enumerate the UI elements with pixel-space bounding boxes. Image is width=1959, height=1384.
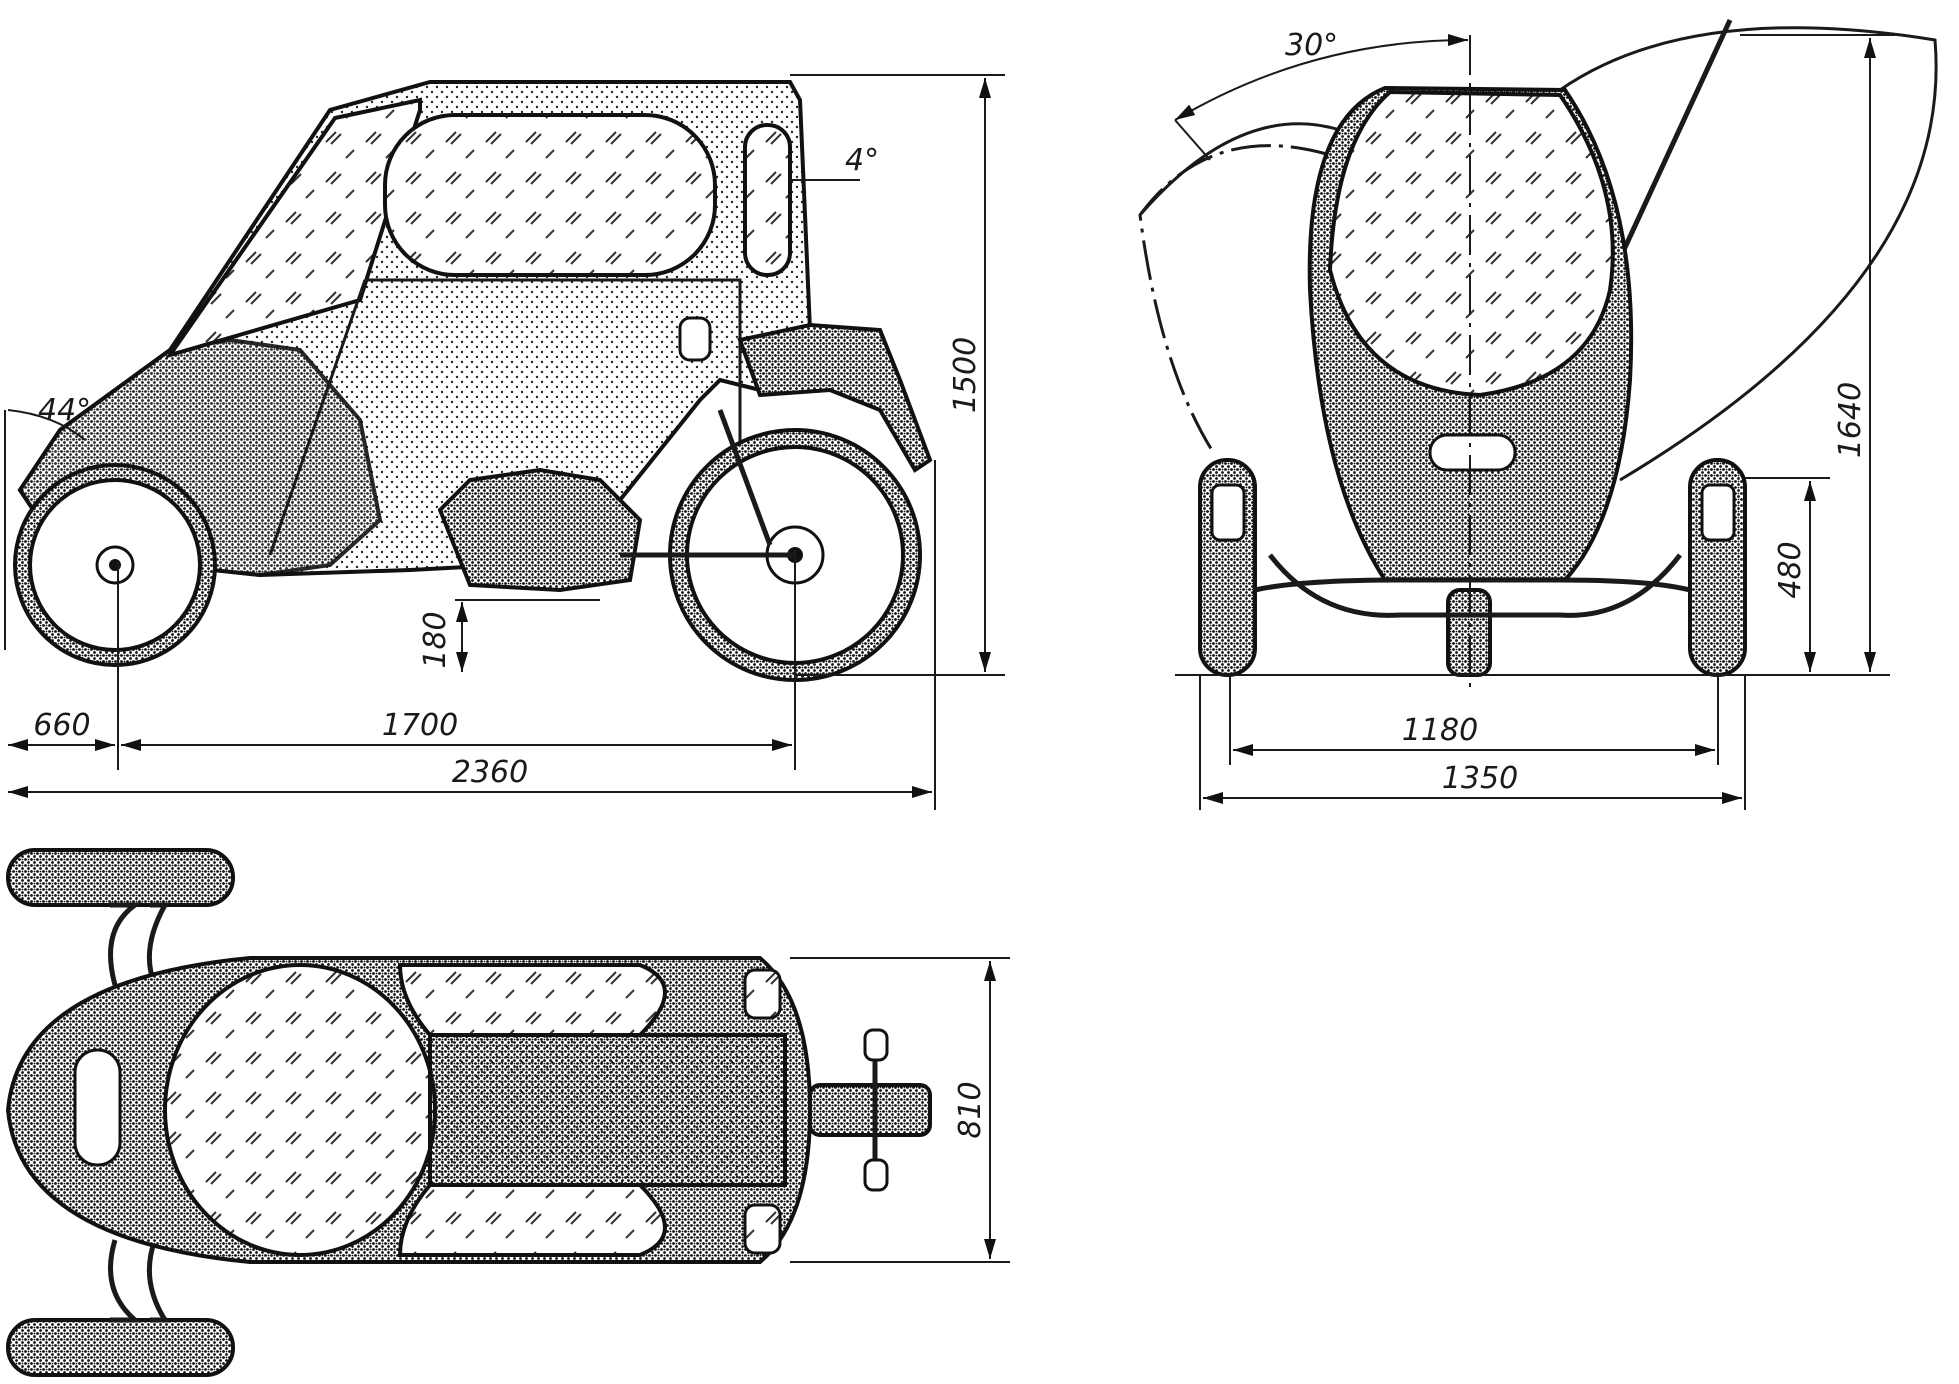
angle-rear-label: 4° (845, 143, 879, 178)
angle-canopy-label: 30° (1285, 28, 1338, 63)
top-nose-vent (73, 1048, 122, 1167)
side-rear-fender (737, 322, 933, 473)
top-lower-wheel (6, 1318, 235, 1377)
side-door-window (383, 113, 717, 277)
dim-wheel-height-label: 480 (1773, 541, 1808, 598)
top-roof-panel (428, 1033, 787, 1187)
top-rear-window-lower (743, 1203, 782, 1255)
dim-body-width-label: 810 (953, 1081, 988, 1138)
side-engine (437, 467, 643, 593)
top-rear-hub (808, 1083, 932, 1137)
dim-length-label: 2360 (452, 755, 528, 790)
front-axle-frame (1254, 577, 1691, 593)
top-rear-mirror-lower (863, 1158, 889, 1192)
dim-front-overhang-label: 660 (33, 708, 90, 743)
top-windshield (163, 963, 437, 1257)
top-side-window-upper (397, 963, 667, 1037)
front-canopy-open-left (1138, 144, 1331, 456)
front-vent (1428, 433, 1517, 472)
top-view: 810 (5, 848, 1010, 1377)
top-rear-mirror-upper (863, 1028, 889, 1062)
top-side-window-lower (397, 1183, 667, 1257)
front-canopy-open-right (1559, 26, 1938, 482)
angle-arc-canopy (1174, 34, 1469, 121)
top-rear-window-upper (743, 968, 782, 1020)
dim-open-height-label: 1640 (1833, 382, 1868, 458)
side-door-handle (678, 316, 712, 362)
dim-height-label: 1500 (948, 337, 983, 413)
angle-arc-front (7, 409, 86, 441)
top-upper-wheel (6, 848, 235, 907)
dim-wheelbase-label: 1700 (382, 708, 458, 743)
front-canopy-strut (1607, 18, 1733, 282)
dim-ground-clearance-label: 180 (418, 611, 453, 668)
dim-width-label: 1350 (1442, 761, 1518, 796)
top-lower-suspension (108, 1239, 170, 1323)
front-windshield (1327, 89, 1615, 398)
front-left-wheel (1198, 458, 1257, 677)
angle-front-label: 44° (38, 393, 91, 428)
side-shock-absorber (717, 409, 773, 546)
front-right-wheel (1688, 458, 1747, 677)
side-rear-window (743, 123, 792, 277)
dim-track-label: 1180 (1402, 713, 1478, 748)
front-view: 1640 480 1180 1350 30° (1138, 18, 1938, 810)
side-view: 1500 180 660 1700 2360 44° 4° (4, 74, 1005, 810)
side-front-wheel (13, 463, 217, 667)
